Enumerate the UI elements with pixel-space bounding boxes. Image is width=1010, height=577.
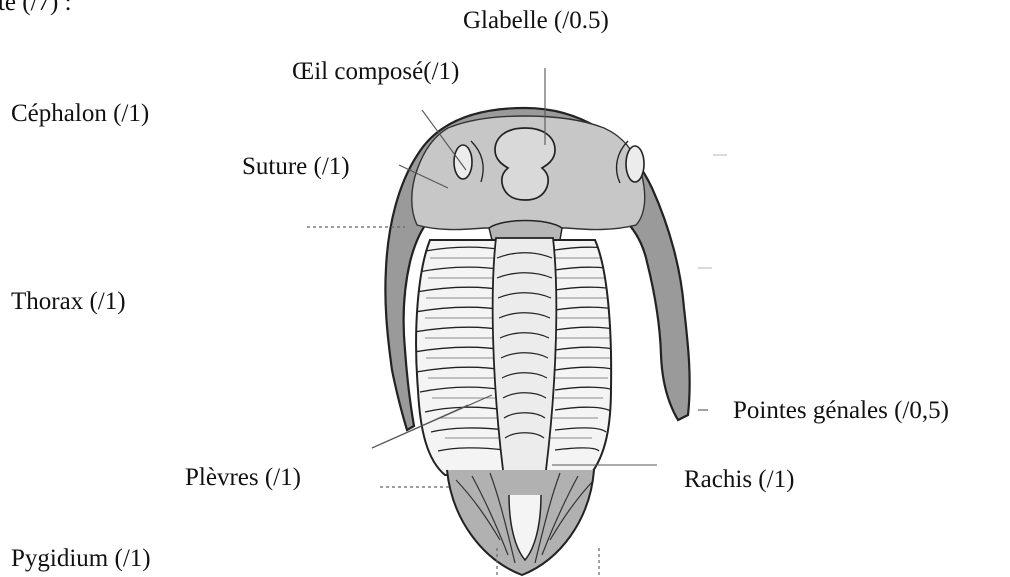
label-plevres: Plèvres (/1) [185,465,301,490]
label-top-left-fragment: ite (/7) : [0,0,72,15]
label-rachis: Rachis (/1) [684,467,794,492]
occipital-ring [489,221,562,241]
glabella-shape [495,128,555,200]
label-suture: Suture (/1) [242,154,350,179]
label-glabelle: Glabelle (/0.5) [463,8,609,33]
right-eye [626,146,644,182]
label-cephalon: Céphalon (/1) [11,101,149,126]
left-eye [454,145,472,179]
label-oeil-compose: Œil composé(/1) [292,59,459,84]
label-thorax: Thorax (/1) [11,289,126,314]
small-marks [698,155,727,268]
label-pointes-genales: Pointes génales (/0,5) [733,398,949,423]
label-pygidium: Pygidium (/1) [11,546,151,571]
